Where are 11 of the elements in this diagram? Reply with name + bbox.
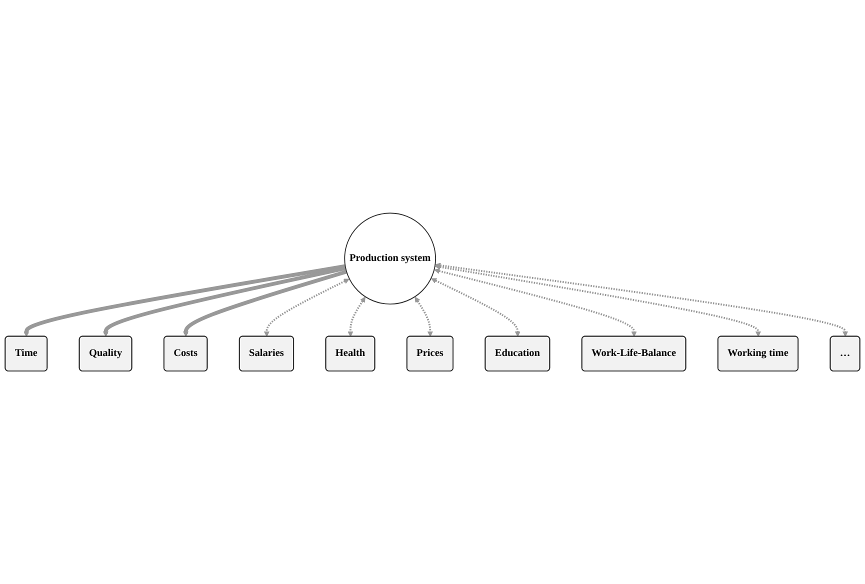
- node-circle: Production system: [344, 212, 436, 304]
- arrow: [182, 270, 348, 337]
- arrow: [24, 264, 346, 337]
- arrow: [102, 266, 346, 337]
- arrow: [434, 268, 637, 337]
- arrow: [264, 278, 350, 337]
- arrow: [431, 278, 520, 337]
- arrow: [348, 296, 366, 337]
- arrow: [435, 262, 848, 337]
- arrow: [414, 296, 434, 337]
- arrow: [434, 264, 762, 337]
